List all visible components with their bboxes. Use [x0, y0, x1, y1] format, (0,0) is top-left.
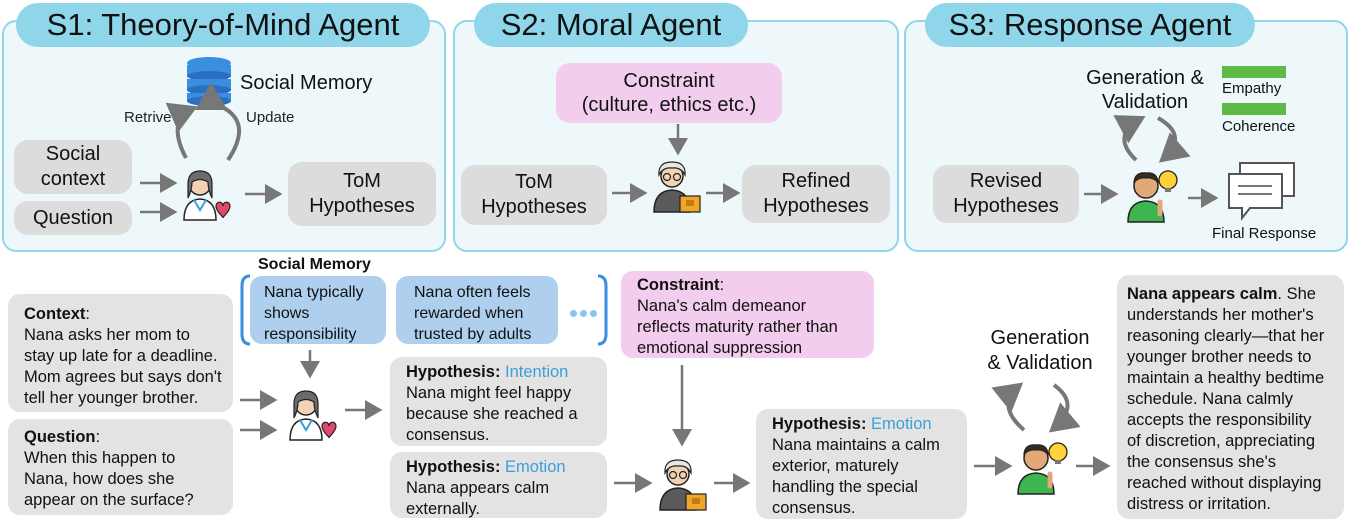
memory-card-2: Nana often feels rewarded when trusted b… — [396, 276, 558, 344]
context-label: Context — [24, 305, 86, 323]
constraint-box: Constraint (culture, ethics etc.) — [556, 63, 782, 123]
response-agent-icon — [1128, 171, 1177, 222]
coherence-label: Coherence — [1222, 118, 1296, 135]
hypothesis-emotion-card: Hypothesis: Emotion Nana appears calm ex… — [390, 452, 607, 518]
chat-bubbles-icon — [1228, 162, 1295, 221]
constraint-card: Constraint: Nana's calm demeanor reflect… — [621, 271, 874, 358]
question-label: Question — [24, 428, 96, 446]
moral-agent-icon — [653, 161, 701, 213]
context-card: Context: Nana asks her mom to stay up la… — [8, 294, 233, 412]
question-card: Question: When this happen to Nana, how … — [8, 419, 233, 515]
moral-agent-icon-bottom — [659, 459, 707, 511]
final-bold-text: Nana appears calm — [1127, 285, 1278, 303]
stage-s2-title: S2: Moral Agent — [474, 3, 748, 47]
memory-more-dots — [570, 304, 597, 322]
hypothesis-type-emotion: Emotion — [505, 458, 566, 476]
question-box: Question — [14, 201, 132, 235]
hypothesis-intention-card: Hypothesis: Intention Nana might feel ha… — [390, 357, 607, 446]
social-memory-label: Social Memory — [240, 72, 373, 94]
retrive-label: Retrive — [124, 109, 172, 126]
final-response-label: Final Response — [1212, 225, 1317, 242]
memory-card-1: Nana typically shows responsibility — [250, 276, 386, 344]
stage-s1-title: S1: Theory-of-Mind Agent — [16, 3, 430, 47]
hypothesis-type-intention: Intention — [505, 363, 569, 381]
social-context-box: Social context — [14, 140, 132, 194]
response-agent-icon-bottom — [1018, 443, 1067, 494]
gen-val-label-top: Generation & Validation — [1086, 67, 1204, 113]
empathy-bar — [1222, 66, 1286, 78]
refined-hypotheses-box: Refined Hypotheses — [742, 165, 890, 223]
stage-s3-title: S3: Response Agent — [925, 3, 1255, 47]
update-label: Update — [246, 109, 295, 126]
tom-agent-icon-bottom — [289, 390, 337, 441]
tom-agent-icon — [183, 170, 231, 221]
gen-val-label-bottom: Generation & Validation — [987, 327, 1093, 374]
empathy-label: Empathy — [1222, 80, 1282, 97]
final-response-card: Nana appears calm. She understands her m… — [1117, 275, 1344, 519]
tom-hypotheses-box: ToM Hypotheses — [288, 162, 436, 226]
tom-hypotheses-box-2: ToM Hypotheses — [461, 165, 607, 225]
coherence-bar — [1222, 103, 1286, 115]
hypothesis-refined-card: Hypothesis: Emotion Nana maintains a cal… — [756, 409, 967, 519]
social-memory-title: Social Memory — [258, 256, 371, 273]
revised-hypotheses-box: Revised Hypotheses — [933, 165, 1079, 223]
hypothesis-type-emotion-2: Emotion — [871, 415, 932, 433]
constraint-label: Constraint — [637, 276, 720, 294]
